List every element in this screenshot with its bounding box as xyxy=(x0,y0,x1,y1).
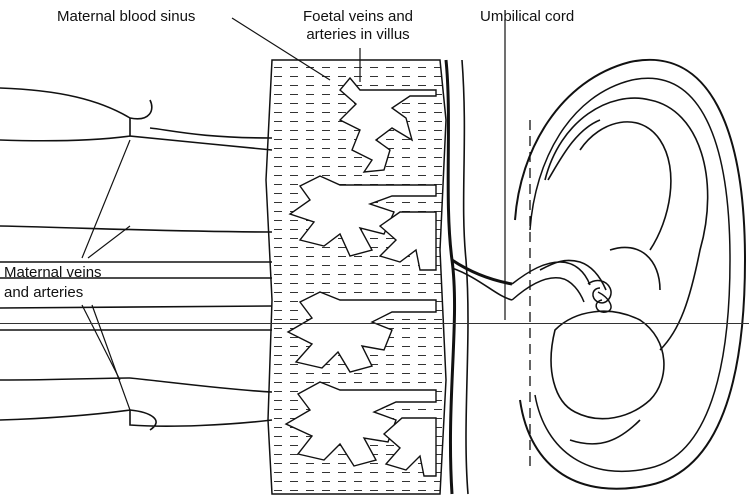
umbilical-cord-label: Umbilical cord xyxy=(480,8,574,25)
maternal-blood-sinus-label: Maternal blood sinus xyxy=(57,8,195,25)
maternal-vessels xyxy=(0,88,272,430)
foetus xyxy=(540,98,708,444)
amniotic-sac xyxy=(515,60,745,489)
placental-wall xyxy=(446,60,512,494)
umbilical-cord xyxy=(512,262,611,312)
scan-artifact-line xyxy=(0,323,749,324)
foetal-vessels-label-line1: Foetal veins and xyxy=(284,8,432,25)
maternal-vessels-label-line2: and arteries xyxy=(4,284,83,301)
foetal-vessels-label-line2: arteries in villus xyxy=(284,26,432,43)
maternal-vessels-label-line1: Maternal veins xyxy=(4,264,102,281)
